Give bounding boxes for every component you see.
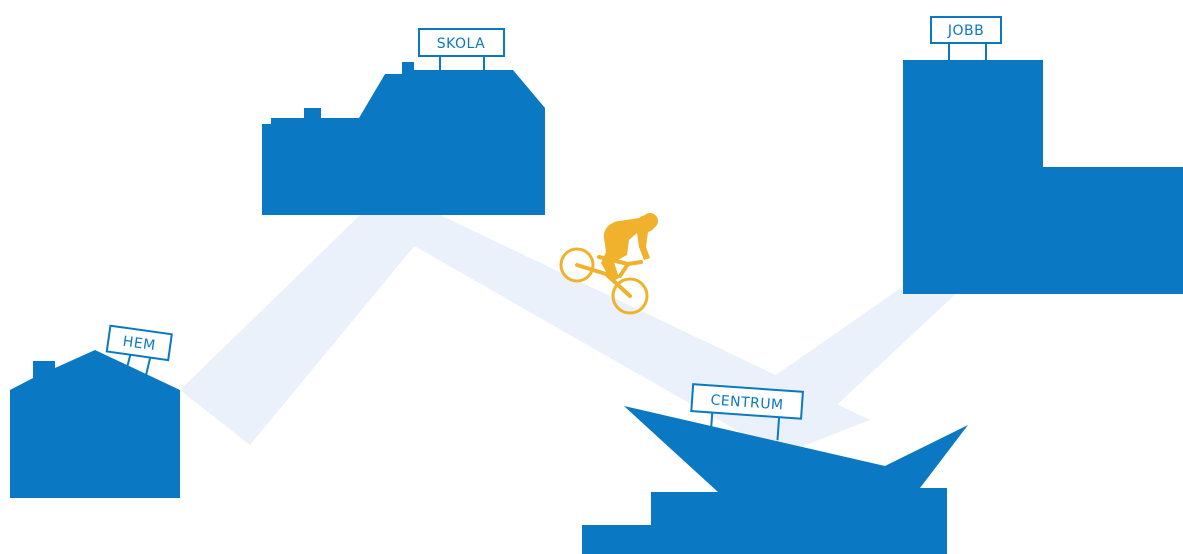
work-sign: JOBB (931, 17, 1001, 60)
school-building-group: SKOLA (262, 29, 545, 215)
home-building-group: HEM (10, 326, 180, 498)
cyclist-head (642, 213, 658, 229)
work-label: JOBB (947, 23, 984, 39)
school-building (262, 62, 545, 215)
home-building (10, 350, 180, 498)
cyclist-handlebar (628, 262, 641, 264)
school-sign: SKOLA (419, 29, 504, 70)
center-building-group: CENTRUM (582, 384, 968, 554)
route-home-school (180, 215, 440, 445)
home-sign-post-right (146, 355, 151, 377)
work-building-group: JOBB (903, 17, 1183, 294)
center-sign-post-left (711, 412, 712, 430)
school-label: SKOLA (437, 36, 486, 52)
work-building (903, 60, 1183, 294)
